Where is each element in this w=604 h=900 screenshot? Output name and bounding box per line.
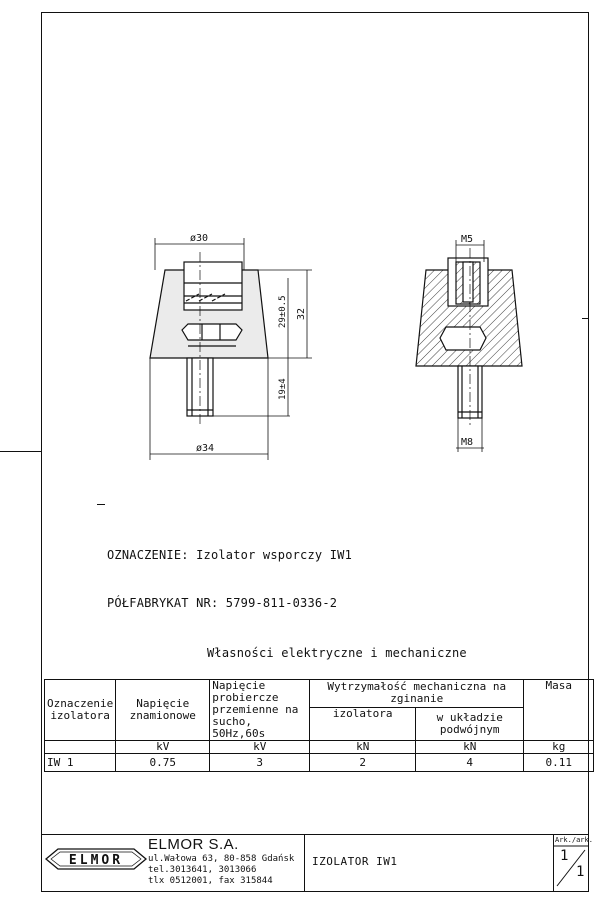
title-block <box>41 834 589 892</box>
cell-designation: IW 1 <box>43 753 117 772</box>
sheet-label: Ark./ark. <box>555 836 593 844</box>
unit-strength-double: kN <box>415 740 525 754</box>
header-mass: Masa <box>523 679 595 741</box>
drawing-title: IZOLATOR IW1 <box>312 855 398 868</box>
cell-rated-voltage: 0.75 <box>115 753 211 772</box>
company-address: ul.Wałowa 63, 80-858 Gdańsk <box>148 854 295 864</box>
svg-text:ELMOR: ELMOR <box>69 853 123 868</box>
cell-strength-double: 4 <box>415 753 525 772</box>
insulator-section-view <box>415 248 523 428</box>
unit-mass: kg <box>523 740 595 754</box>
insulator-side-view <box>149 252 269 425</box>
drawing-frame <box>41 12 589 892</box>
semiproduct-number: PÓŁFABRYKAT NR: 5799-811-0336-2 <box>107 596 338 610</box>
header-strength: Wytrzymałość mechaniczna na zginanie <box>309 679 525 708</box>
dim-bottom-thread: M8 <box>461 437 473 448</box>
sheet-box <box>553 845 589 887</box>
dim-top-diameter: ø30 <box>190 233 208 244</box>
dim-inner-height: 29±0.5 <box>278 295 288 328</box>
unit-test-voltage: kV <box>209 740 311 754</box>
company-phone: tel.3013641, 3013066 <box>148 865 257 875</box>
header-strength-insulator: izolatora <box>309 706 417 742</box>
sheet-number: 1 <box>560 848 569 864</box>
cell-test-voltage: 3 <box>209 753 311 772</box>
left-dimensions <box>149 238 312 460</box>
table-row: IW 1 0.75 3 2 4 0.11 <box>43 753 595 772</box>
title-block-divider <box>304 834 306 892</box>
fold-mark <box>582 318 589 319</box>
company-name: ELMOR S.A. <box>148 836 239 853</box>
dim-top-thread: M5 <box>461 234 473 245</box>
elmor-logo-icon: ELMOR <box>44 848 148 870</box>
designation-text: OZNACZENIE: Izolator wsporczy IW1 <box>107 548 353 562</box>
unit-strength-insulator: kN <box>309 740 417 754</box>
cell-strength-insulator: 2 <box>309 753 417 772</box>
company-telex: tlx 0512001, fax 315844 <box>148 876 273 886</box>
dim-total-height: 32 <box>296 308 307 320</box>
title-block-divider <box>553 834 555 892</box>
table-title: Własności elektryczne i mechaniczne <box>207 646 467 660</box>
unit-rated-voltage: kV <box>115 740 211 754</box>
cell-mass: 0.11 <box>523 753 595 772</box>
fold-mark <box>0 451 42 452</box>
sheet-total: 1 <box>576 864 585 880</box>
dim-stud-length: 19±4 <box>278 378 288 400</box>
fold-mark <box>97 504 105 505</box>
right-dimensions <box>455 240 485 452</box>
dim-bottom-diameter: ø34 <box>196 443 214 454</box>
